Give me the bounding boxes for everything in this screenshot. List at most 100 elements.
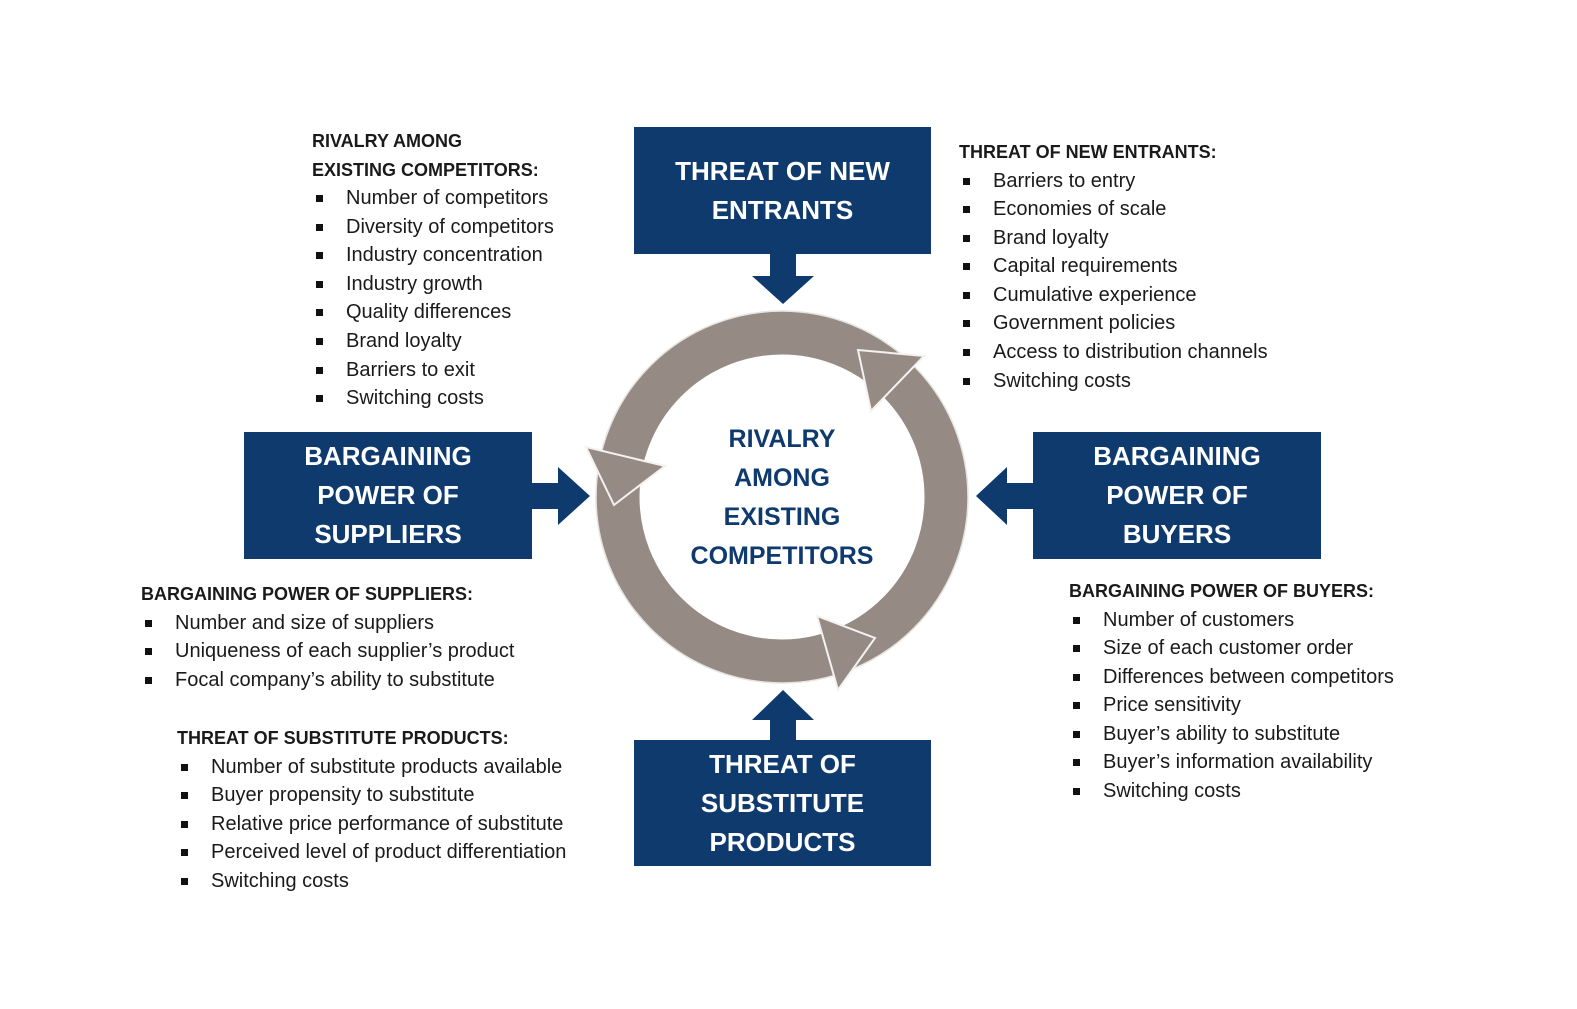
list-item: Industry growth xyxy=(312,270,554,299)
list-item: Diversity of competitors xyxy=(312,213,554,242)
list-item-text: Barriers to exit xyxy=(346,358,475,381)
force-label-line: PRODUCTS xyxy=(709,826,856,857)
square-bullet-icon xyxy=(1073,673,1080,681)
square-bullet-icon xyxy=(145,619,152,627)
list-item: Number of competitors xyxy=(312,184,554,213)
square-bullet-icon xyxy=(963,263,970,271)
list-item: Relative price performance of substitute xyxy=(177,810,566,839)
list-heading: BARGAINING POWER OF SUPPLIERS: xyxy=(141,584,474,604)
list-item: Brand loyalty xyxy=(959,224,1268,253)
list-item: Focal company’s ability to substitute xyxy=(141,666,514,695)
square-bullet-icon xyxy=(963,177,970,185)
cycle-arrowhead-left xyxy=(584,445,668,507)
list-item-text: Number of customers xyxy=(1103,608,1295,631)
list-heading: BARGAINING POWER OF BUYERS: xyxy=(1069,581,1375,601)
list-item-text: Diversity of competitors xyxy=(346,215,554,238)
list-item: Brand loyalty xyxy=(312,327,554,356)
list-item-text: Industry growth xyxy=(346,272,483,295)
list-item: Number of customers xyxy=(1069,606,1394,635)
square-bullet-icon xyxy=(316,309,323,317)
list-item: Buyer’s ability to substitute xyxy=(1069,720,1394,749)
list-item-text: Number and size of suppliers xyxy=(175,611,435,634)
square-bullet-icon xyxy=(316,395,323,403)
list-item-text: Brand loyalty xyxy=(346,329,462,352)
list-item-text: Buyer’s information availability xyxy=(1103,751,1373,774)
square-bullet-icon xyxy=(1073,759,1080,767)
arrow-right-icon xyxy=(532,467,590,525)
force-box-buyers: BARGAINING POWER OF BUYERS xyxy=(1033,432,1321,559)
list-item: Cumulative experience xyxy=(959,281,1268,310)
square-bullet-icon xyxy=(145,676,152,684)
force-box-substitutes: THREAT OF SUBSTITUTE PRODUCTS xyxy=(634,740,931,866)
list-item: Differences between competitors xyxy=(1069,663,1394,692)
square-bullet-icon xyxy=(963,206,970,214)
list-item: Barriers to entry xyxy=(959,167,1268,196)
arrow-left-icon xyxy=(976,467,1033,525)
square-bullet-icon xyxy=(316,195,323,202)
square-bullet-icon xyxy=(1073,645,1080,653)
center-label-line: EXISTING xyxy=(723,503,841,531)
list-item: Barriers to exit xyxy=(312,356,554,385)
list-item-text: Access to distribution channels xyxy=(993,341,1268,364)
square-bullet-icon xyxy=(1073,616,1080,624)
list-item-text: Industry concentration xyxy=(346,244,543,267)
square-bullet-icon xyxy=(316,337,323,345)
cycle-arrowhead-top-right xyxy=(856,348,927,414)
square-bullet-icon xyxy=(1073,730,1080,738)
force-label-line: BARGAINING xyxy=(1093,441,1261,471)
list-item-text: Number of competitors xyxy=(346,187,549,209)
rivalry-factors-list: RIVALRY AMONG EXISTING COMPETITORS: Number… xyxy=(312,127,554,413)
list-item: Switching costs xyxy=(959,367,1268,396)
list-item: Quality differences xyxy=(312,298,554,327)
square-bullet-icon xyxy=(316,280,323,288)
square-bullet-icon xyxy=(181,763,188,771)
list-item: Switching costs xyxy=(177,867,566,896)
square-bullet-icon xyxy=(963,320,970,328)
list-item: Number and size of suppliers xyxy=(141,609,514,638)
list-item-text: Switching costs xyxy=(211,869,349,892)
square-bullet-icon xyxy=(316,252,323,260)
square-bullet-icon xyxy=(963,377,970,385)
substitutes-factors-list: THREAT OF SUBSTITUTE PRODUCTS:Number of … xyxy=(177,724,566,895)
arrow-down-icon xyxy=(752,254,814,304)
list-item: Switching costs xyxy=(312,384,554,413)
list-item-text: Capital requirements xyxy=(993,255,1178,278)
list-item: Buyer’s information availability xyxy=(1069,748,1394,777)
list-item-text: Number of substitute products available xyxy=(211,755,563,778)
list-item-text: Relative price performance of substitute xyxy=(211,812,564,835)
list-item-text: Perceived level of product differentiati… xyxy=(211,841,567,864)
list-item-text: Differences between competitors xyxy=(1103,665,1394,688)
square-bullet-icon xyxy=(963,291,970,299)
center-rivalry-label: RIVALRY AMONG EXISTING COMPETITORS xyxy=(662,420,902,576)
list-item: Buyer propensity to substitute xyxy=(177,781,566,810)
list-item-text: Switching costs xyxy=(1103,780,1241,803)
list-item: Economies of scale xyxy=(959,195,1268,224)
force-label-line: ENTRANTS xyxy=(711,194,854,225)
square-bullet-icon xyxy=(963,234,970,242)
list-item: Capital requirements xyxy=(959,252,1268,281)
force-label-line: BARGAINING xyxy=(304,441,472,471)
list-item: Number of substitute products available xyxy=(177,753,566,782)
force-label-line: THREAT OF xyxy=(709,748,856,779)
list-item: Perceived level of product differentiati… xyxy=(177,838,566,867)
square-bullet-icon xyxy=(1073,788,1080,796)
list-item-text: Government policies xyxy=(993,312,1176,335)
list-heading: THREAT OF NEW ENTRANTS: xyxy=(959,142,1217,162)
list-heading: EXISTING COMPETITORS: xyxy=(312,159,539,180)
force-label-line: SUPPLIERS xyxy=(314,519,462,549)
list-heading: RIVALRY AMONG xyxy=(312,131,463,151)
list-item-text: Economies of scale xyxy=(993,198,1167,221)
square-bullet-icon xyxy=(181,877,188,885)
list-item-text: Focal company’s ability to substitute xyxy=(175,668,495,691)
list-item-text: Buyer propensity to substitute xyxy=(211,784,475,807)
new-entrants-factors-list: THREAT OF NEW ENTRANTS: Barriers to entry… xyxy=(959,138,1268,395)
square-bullet-icon xyxy=(963,349,970,357)
list-item-text: Cumulative experience xyxy=(993,283,1197,306)
list-item: Price sensitivity xyxy=(1069,691,1394,720)
